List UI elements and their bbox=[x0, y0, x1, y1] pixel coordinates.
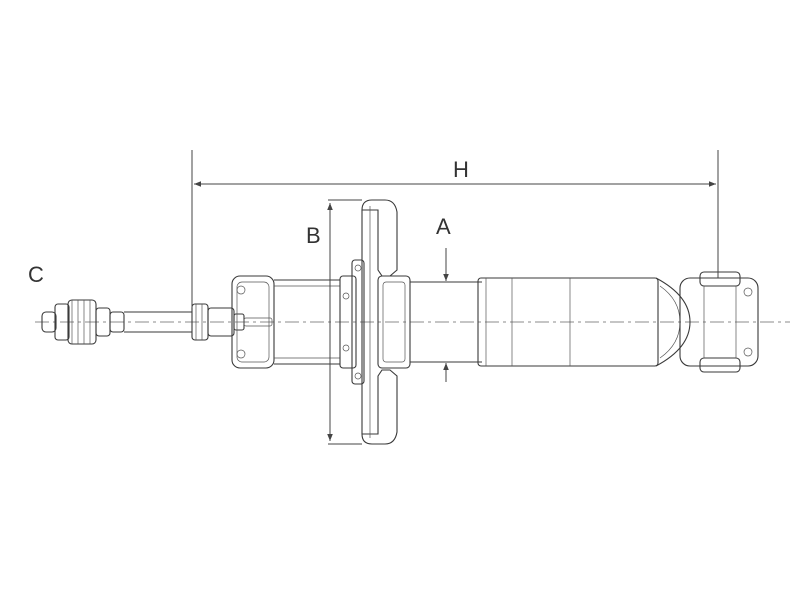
dimension-b: B bbox=[306, 199, 362, 445]
main-cylinder bbox=[410, 277, 691, 367]
label-b: B bbox=[306, 223, 321, 248]
lower-eye-mount bbox=[679, 271, 759, 373]
piston-rod bbox=[124, 311, 192, 333]
spring-seat bbox=[339, 199, 411, 445]
dimension-h: H bbox=[191, 150, 719, 308]
label-a: A bbox=[436, 214, 451, 239]
dimension-a: A bbox=[436, 214, 451, 382]
rod-guide bbox=[191, 303, 273, 341]
label-c: C bbox=[28, 262, 44, 287]
label-h: H bbox=[453, 157, 469, 182]
threaded-stud bbox=[41, 299, 125, 345]
